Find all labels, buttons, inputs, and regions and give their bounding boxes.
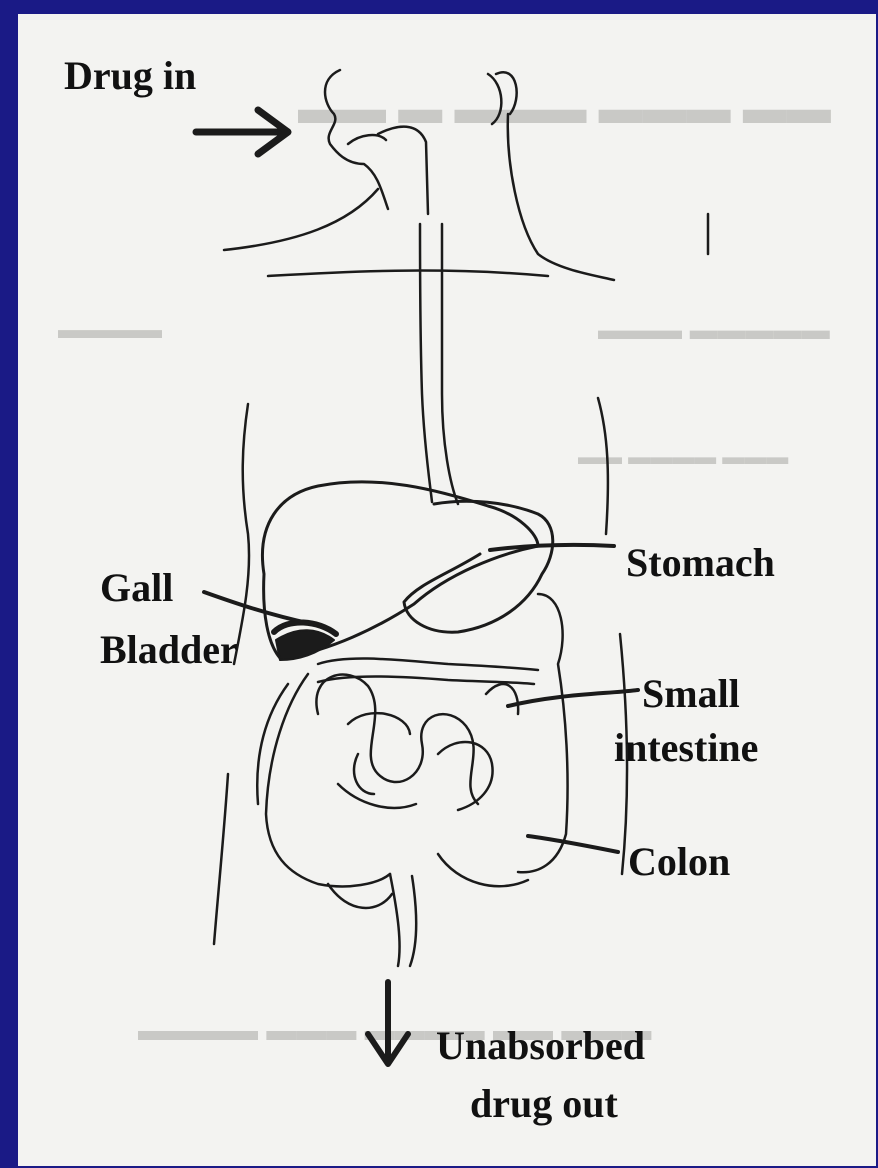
small-intestine [316,675,518,810]
label-unabsorbed: Unabsorbed [436,1024,645,1068]
gall-leader [204,592,312,624]
leader-lines [204,545,638,852]
drug-in-arrow [196,110,288,154]
stomach [404,501,553,632]
esophagus [420,224,458,504]
diagram-slide: ▬▬ ▬▬▬ ▬▬▬ ▬ ▬▬ ▬▬▬▬▬ ▬▬▬ ▬▬▬▬ ▬▬▬ ▬▬▬▬ … [18,14,876,1166]
drug-out-arrow [368,982,408,1064]
small-intestine-leader [508,690,638,706]
label-stomach: Stomach [626,541,775,585]
label-gall: Gall [100,566,173,610]
head-outline [224,70,517,250]
colon-leader [528,836,618,852]
gall-bladder [276,630,334,660]
label-small: Small [642,672,740,716]
label-drug-in: Drug in [64,54,196,98]
label-bladder: Bladder [100,628,238,672]
label-colon: Colon [628,840,730,884]
label-intestine: intestine [614,726,758,770]
label-drug-out: drug out [470,1082,618,1126]
